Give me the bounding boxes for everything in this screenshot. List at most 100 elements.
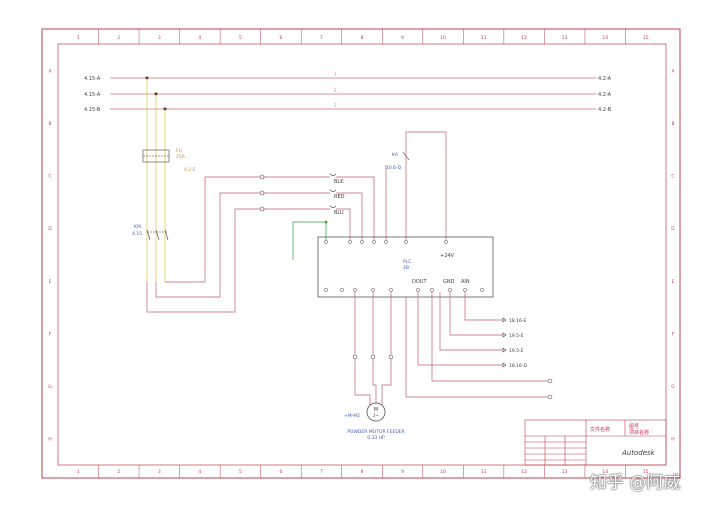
column-number: 12 [521,35,527,41]
title-block [524,419,667,466]
bus-input-label: 4.15-A [84,92,101,98]
bus-output-label: 4.2-B [598,107,612,113]
watermark: 知乎 @阿威 [590,473,681,493]
wire-number: 2 [334,88,337,93]
motor-terminals [352,354,394,360]
column-number: 9 [401,35,404,41]
bus-output-label: 4.2-A [598,76,612,82]
outer-frame [41,28,681,479]
title-project: 项目名称 [629,429,649,436]
row-letter: E [672,279,675,285]
signal-end-terminals [547,378,553,400]
column-number: 15 [643,469,649,475]
row-letter: E [49,279,52,285]
plc-ref: 4B [403,265,409,271]
plc-gnd-label: GND [443,279,455,285]
motor-leads [354,292,392,405]
column-number: 1 [77,469,80,475]
column-number: 4 [198,469,201,475]
right-ref: 18.16-E [509,318,527,324]
contactor-contacts [146,229,169,241]
inner-frame [57,43,667,466]
column-number: 11 [481,35,487,41]
row-letter: B [48,121,51,127]
row-letter: G [671,384,675,390]
fuse-rating: 25A [176,154,186,160]
title-brand: Autodesk [621,449,656,457]
wire-number: 1 [334,72,337,77]
fuse-block [142,149,170,163]
column-number: 10 [440,469,446,475]
row-letter: D [671,226,675,232]
column-number: 4 [198,35,201,41]
plc-24v-label: +24V [440,253,455,259]
title-doc-name: 文件名称 [590,426,610,433]
title-drawing-no: 图号 [629,424,639,430]
column-number: 8 [361,35,364,41]
column-number: 5 [239,35,242,41]
plc-id: PLC [403,259,411,265]
bus-output-label: 4.2-A [598,92,612,98]
plc-module [317,236,494,298]
column-number: 6 [279,469,282,475]
column-number: 1 [77,35,80,41]
column-number: 13 [562,469,568,475]
column-number: 7 [320,469,323,475]
row-letter: C [671,174,674,180]
right-ref: 19.5-E [509,333,524,339]
column-number: 13 [562,35,568,41]
wire-color-blk: BLK [334,179,344,185]
right-ref: 19.5-E [509,348,524,354]
relay-circuit [385,131,447,242]
motor-tag: +M-M2 [344,413,360,419]
wire-color-blu: BLU [334,210,344,216]
row-letter: H [48,437,51,443]
relay-contact [402,151,410,161]
right-ref: 18.16-D [509,363,528,369]
column-number: 11 [481,469,487,475]
row-letter-column: A A B B C C D D E E F F G G H H [48,68,675,442]
bus-input-label: 4.15-B [84,107,101,113]
motor-power: 0.33 HP [367,435,385,441]
wire-number: 3 [334,103,337,108]
column-number: 10 [440,35,446,41]
feeder-wires [146,176,262,313]
column-number: 14 [602,469,608,475]
contactor-ref: 4.15 [132,231,142,237]
row-letter: F [49,331,52,337]
ground-wire [292,221,327,260]
power-drops [146,78,166,282]
column-number: 2 [117,469,120,475]
motor-letter: M [374,407,378,413]
cable-terminals [259,174,265,212]
column-number: 5 [239,469,242,475]
row-letter: H [671,437,674,443]
fuse-ref: 4.2-E [184,167,196,173]
column-number-row: 1122334455667788991010111112121313141415… [77,29,649,478]
column-number: 3 [158,469,161,475]
row-letter: B [671,121,674,127]
motor-phase: 3~ [373,413,379,418]
row-letter: A [671,68,675,74]
column-number: 14 [602,35,608,41]
column-number: 9 [401,469,404,475]
row-letter: G [48,384,52,390]
row-letter: A [48,68,52,74]
column-number: 12 [521,469,527,475]
plc-terminals [324,240,484,292]
motor-name: POWDER MOTOR FEEDER [347,429,405,435]
cable-connector [329,173,337,208]
relay-ref: 10.6-D [386,165,402,171]
plc-dout-label: DOUT [412,279,427,285]
column-number: 6 [279,35,282,41]
cable-wires [264,176,375,242]
fuse-id: FU [176,148,182,154]
row-letter: D [48,226,52,232]
row-letter: F [672,331,675,337]
column-number: 2 [117,35,120,41]
wire-color-red: RED [334,194,345,200]
contactor-id: KM [134,224,141,230]
row-letter: C [48,174,51,180]
motor-symbol [366,402,386,422]
